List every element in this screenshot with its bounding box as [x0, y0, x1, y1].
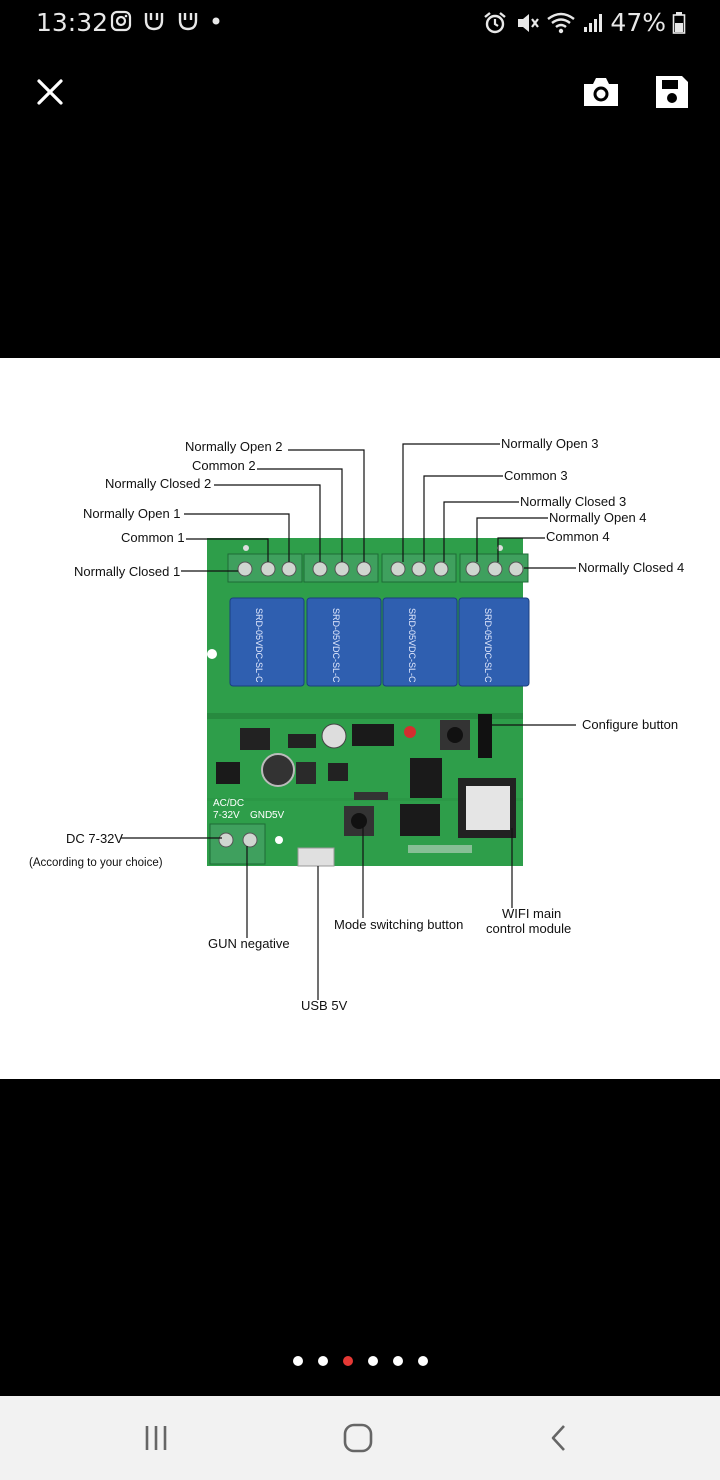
image-pager[interactable]	[0, 1356, 720, 1368]
relay-model-label: SRD-05VDC-SL-C	[331, 608, 341, 683]
alarm-icon	[484, 11, 507, 33]
pager-dot[interactable]	[367, 1356, 378, 1366]
label-normally-closed-2: Normally Closed 2	[105, 476, 211, 491]
label-normally-closed-4: Normally Closed 4	[578, 560, 684, 575]
save-button[interactable]	[652, 72, 692, 112]
notification-dot-icon	[212, 17, 220, 25]
signal-icon	[584, 13, 603, 32]
label-common-3: Common 3	[504, 468, 568, 483]
label-mode-switching: Mode switching button	[334, 917, 463, 932]
status-time: 13:32	[36, 8, 109, 37]
wifi-icon	[547, 12, 576, 33]
label-normally-open-4: Normally Open 4	[549, 510, 647, 525]
home-button[interactable]	[328, 1418, 388, 1458]
pager-dot-active[interactable]	[342, 1356, 353, 1366]
label-configure-button: Configure button	[582, 717, 678, 732]
label-common-4: Common 4	[546, 529, 610, 544]
pager-dot[interactable]	[392, 1356, 403, 1366]
close-icon	[37, 79, 63, 105]
mi-home-icon	[144, 13, 164, 31]
pager-dot[interactable]	[317, 1356, 328, 1366]
label-usb: USB 5V	[301, 998, 348, 1013]
relay-model-label: SRD-05VDC-SL-C	[483, 608, 493, 683]
label-gun-negative: GUN negative	[208, 936, 290, 951]
label-normally-open-3: Normally Open 3	[501, 436, 599, 451]
label-dc-input: DC 7-32V	[66, 831, 123, 846]
home-icon	[343, 1423, 373, 1453]
recent-apps-button[interactable]	[126, 1418, 186, 1458]
label-wifi-module-line2: control module	[486, 921, 571, 936]
label-dc-note: (According to your choice)	[29, 857, 163, 869]
navigation-bar	[0, 1396, 720, 1480]
recent-apps-icon	[145, 1426, 167, 1450]
label-normally-closed-3: Normally Closed 3	[520, 494, 626, 509]
save-icon	[656, 76, 688, 108]
label-common-2: Common 2	[192, 458, 256, 473]
relay-board-diagram: SRD-05VDC-SL-C SRD-05VDC-SL-C SRD-05VDC-…	[29, 436, 684, 1013]
close-button[interactable]	[30, 72, 70, 112]
board-voltage-label: 7-32V	[213, 810, 240, 821]
board-gnd-label: GND	[250, 810, 272, 821]
status-bar: 13:32	[0, 0, 720, 44]
back-button[interactable]	[530, 1418, 590, 1458]
mute-icon	[518, 13, 540, 32]
camera-icon	[584, 78, 618, 106]
battery-icon	[672, 11, 686, 34]
label-common-1: Common 1	[121, 530, 185, 545]
mi-home-icon	[178, 13, 198, 31]
product-image[interactable]: SRD-05VDC-SL-C SRD-05VDC-SL-C SRD-05VDC-…	[0, 358, 720, 1079]
label-normally-closed-1: Normally Closed 1	[74, 564, 180, 579]
battery-percent: 47%	[610, 8, 666, 37]
label-wifi-module-line1: WIFI main	[502, 906, 561, 921]
label-normally-open-2: Normally Open 2	[185, 439, 283, 454]
back-icon	[551, 1425, 565, 1451]
pager-dot[interactable]	[417, 1356, 428, 1366]
label-normally-open-1: Normally Open 1	[83, 506, 181, 521]
pager-dot[interactable]	[292, 1356, 303, 1366]
board-acdc-label: AC/DC	[213, 798, 244, 809]
camera-button[interactable]	[580, 72, 622, 112]
relay-model-label: SRD-05VDC-SL-C	[254, 608, 264, 683]
instagram-icon	[110, 10, 132, 32]
relay-model-label: SRD-05VDC-SL-C	[407, 608, 417, 683]
board-5v-label: 5V	[272, 810, 285, 821]
